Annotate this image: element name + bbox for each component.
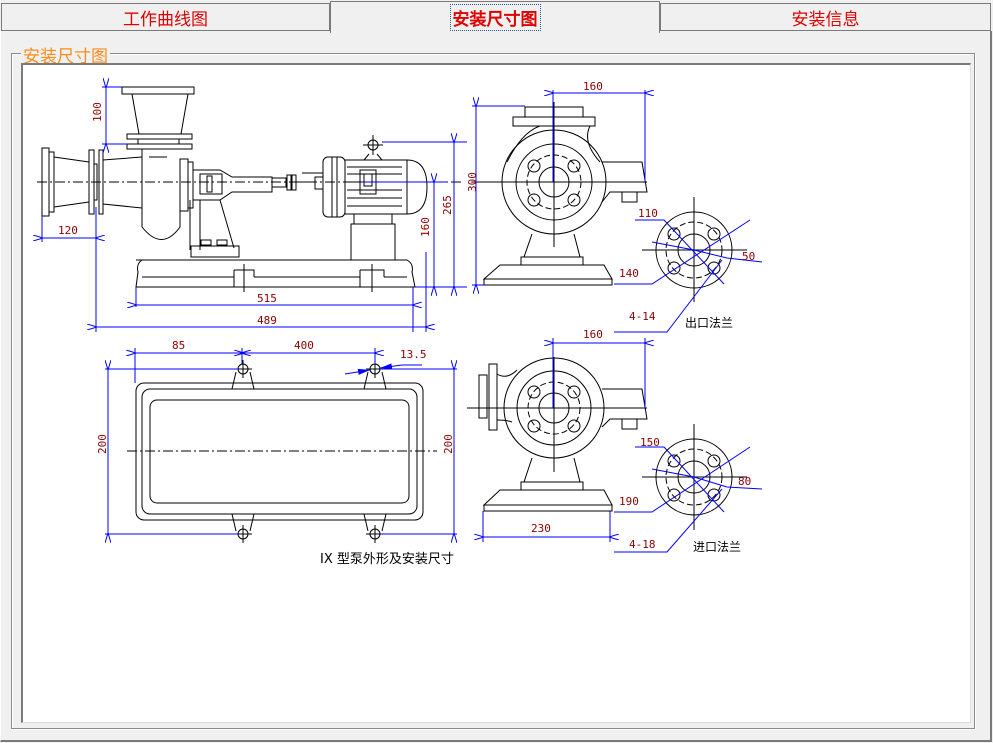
dim-160-top: 160: [583, 80, 603, 93]
dim-50: 50: [742, 250, 755, 263]
dim-230: 230: [531, 522, 551, 535]
dim-13-5: 13.5: [400, 348, 427, 361]
base-plan-view: [127, 360, 437, 543]
group-box: [11, 53, 975, 729]
tab-label: 安装尺寸图: [449, 4, 541, 31]
dim-190: 190: [619, 495, 639, 508]
group-title: 安装尺寸图: [21, 42, 110, 67]
dim-489: 489: [257, 314, 277, 327]
drawing-canvas: 100 120 515 489 160 265 160: [21, 63, 971, 723]
dim-80: 80: [738, 475, 751, 488]
dim-265: 265: [441, 195, 454, 215]
pump-side-view: [37, 86, 462, 292]
dim-300: 300: [466, 172, 479, 192]
dim-200-right: 200: [442, 434, 455, 454]
outlet-flange: 110 140 50 4-14 出口法兰: [614, 197, 763, 333]
pump-end-view-top: [472, 102, 648, 286]
dim-100: 100: [91, 102, 104, 122]
installation-drawing: 100 120 515 489 160 265 160: [23, 65, 763, 567]
end-view-top-dimensions: 160 300: [466, 80, 645, 285]
tab-label: 工作曲线图: [123, 9, 208, 30]
tab-bar: 工作曲线图 安装尺寸图 安装信息: [0, 0, 993, 33]
drawing-caption: IX 型泵外形及安装尺寸: [320, 552, 454, 567]
dim-85: 85: [172, 339, 185, 352]
dim-110: 110: [638, 207, 658, 220]
dim-4-14: 4-14: [629, 310, 656, 323]
inlet-flange-label: 进口法兰: [693, 540, 741, 554]
tab-label: 安装信息: [791, 9, 860, 30]
plan-view-dimensions: 85 400 13.5 200 200: [96, 339, 457, 534]
tab-work-curve[interactable]: 工作曲线图: [1, 3, 330, 31]
inlet-flange: 150 190 80 4-18 进口法兰: [614, 424, 763, 554]
pump-end-view-bottom: [467, 357, 648, 512]
outlet-flange-label: 出口法兰: [685, 316, 733, 330]
dim-200-left: 200: [96, 434, 109, 454]
dim-400: 400: [294, 339, 314, 352]
side-view-dimensions: 100 120 515 489 160 265: [42, 87, 467, 332]
end-view-bottom-dimensions: 160 230: [483, 328, 645, 542]
dim-515: 515: [257, 292, 277, 305]
tab-install-info[interactable]: 安装信息: [660, 3, 991, 31]
dim-140: 140: [619, 267, 639, 280]
dim-160: 160: [419, 217, 432, 237]
dim-160-bottom: 160: [583, 328, 603, 341]
tab-install-dimensions[interactable]: 安装尺寸图: [330, 1, 660, 33]
tab-panel: 安装尺寸图: [0, 31, 992, 742]
dim-4-18: 4-18: [629, 538, 656, 551]
dim-150: 150: [640, 436, 660, 449]
dim-120: 120: [58, 224, 78, 237]
